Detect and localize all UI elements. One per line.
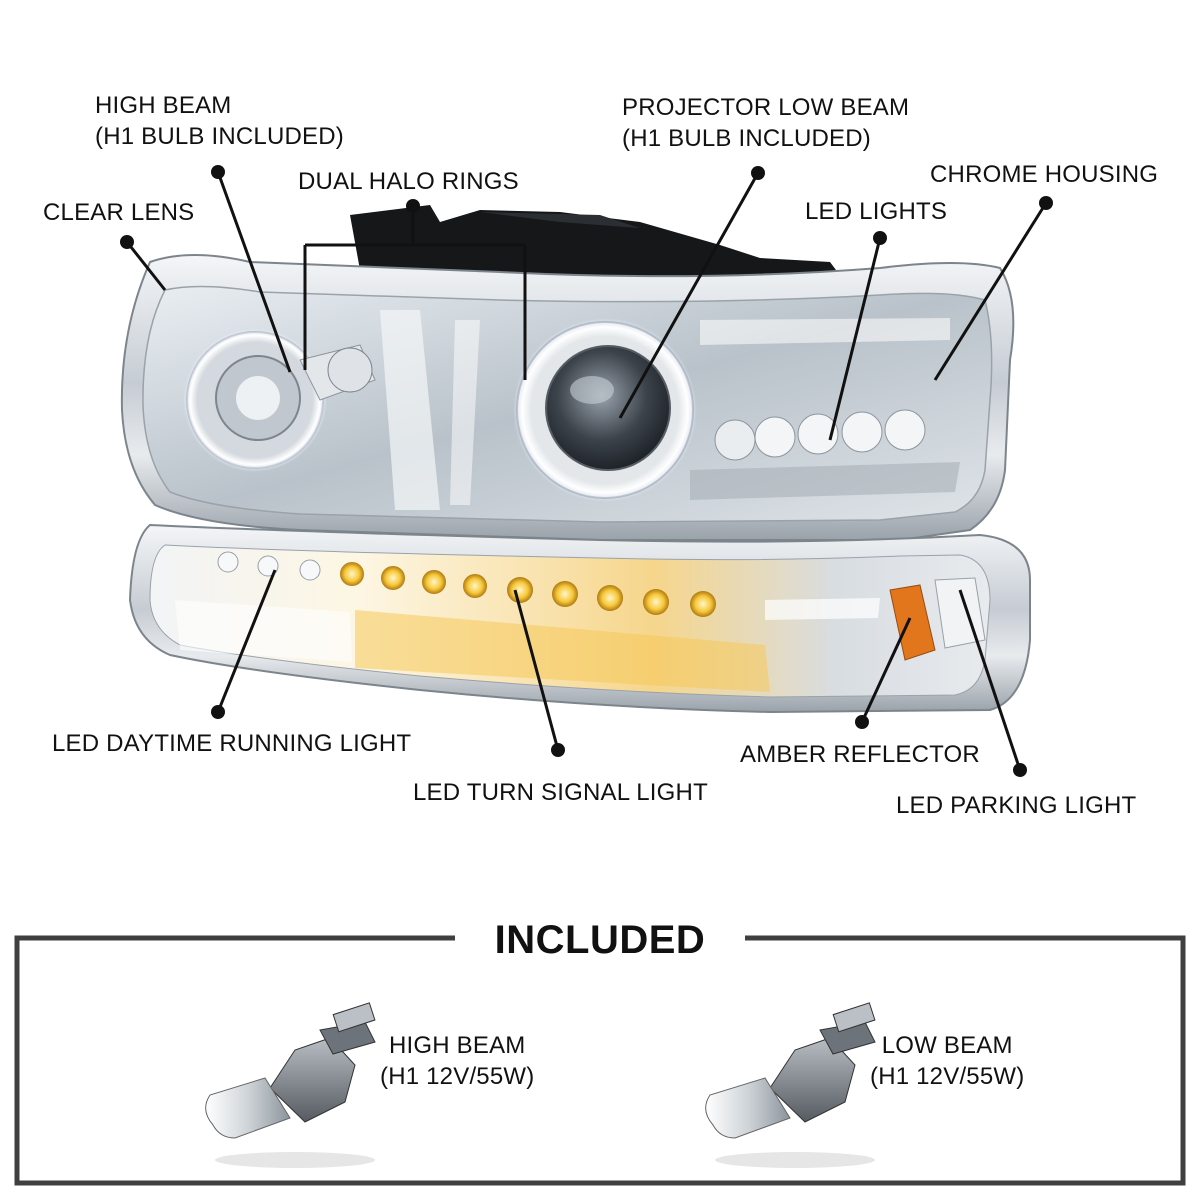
label-amber-reflector: AMBER REFLECTOR: [740, 741, 980, 768]
bumper-light: [128, 523, 1031, 714]
included-high-beam-line2: (H1 12V/55W): [380, 1063, 535, 1090]
included-frame: [14, 935, 1186, 1186]
included-high-beam-line1: HIGH BEAM: [388, 1032, 526, 1059]
label-dual-halo-rings: DUAL HALO RINGS: [298, 168, 519, 195]
callout-leaders: [125, 171, 1048, 771]
included-high-beam-label: HIGH BEAM (H1 12V/55W): [380, 1030, 534, 1092]
label-led-turn-signal-light: LED TURN SIGNAL LIGHT: [413, 779, 708, 806]
label-led-parking-light: LED PARKING LIGHT: [896, 792, 1137, 819]
label-high-beam: HIGH BEAM (H1 BULB INCLUDED): [95, 90, 344, 152]
bulb-icon-high-beam: [205, 1002, 376, 1168]
label-clear-lens: CLEAR LENS: [43, 199, 195, 226]
label-high-beam-line1: HIGH BEAM: [95, 92, 232, 119]
included-low-beam-line2: (H1 12V/55W): [870, 1063, 1025, 1090]
label-chrome-housing: CHROME HOUSING: [930, 161, 1159, 188]
included-low-beam-line1: LOW BEAM: [881, 1032, 1013, 1059]
label-led-daytime-running-light: LED DAYTIME RUNNING LIGHT: [52, 730, 412, 757]
label-led-lights: LED LIGHTS: [805, 198, 948, 225]
label-projector-low-beam-line2: (H1 BULB INCLUDED): [622, 125, 871, 152]
headlight: [120, 254, 1015, 541]
label-high-beam-line2: (H1 BULB INCLUDED): [95, 123, 344, 150]
callout-dots: [120, 165, 1053, 777]
label-projector-low-beam: PROJECTOR LOW BEAM (H1 BULB INCLUDED): [622, 92, 909, 154]
label-projector-low-beam-line1: PROJECTOR LOW BEAM: [622, 94, 910, 121]
rear-housing: [350, 205, 845, 282]
included-low-beam-label: LOW BEAM (H1 12V/55W): [870, 1030, 1024, 1092]
bulb-icon-low-beam: [705, 1002, 876, 1168]
included-title: INCLUDED: [494, 918, 706, 962]
